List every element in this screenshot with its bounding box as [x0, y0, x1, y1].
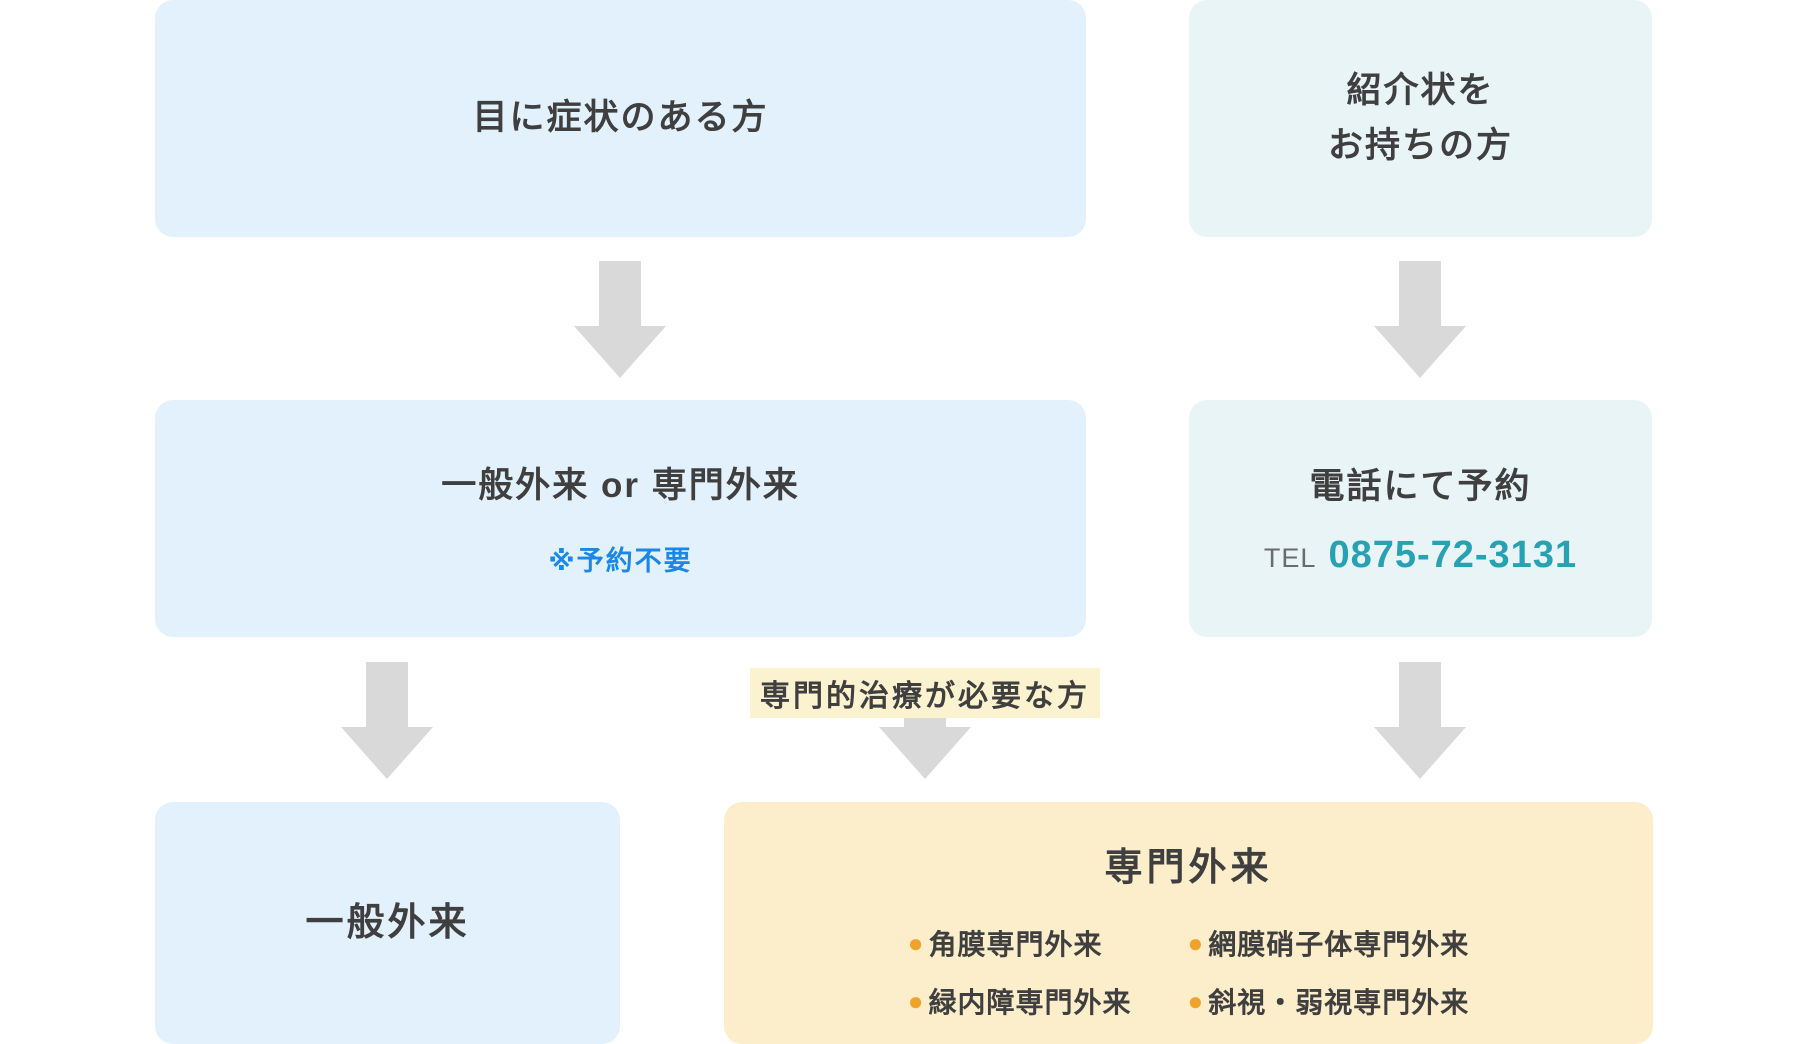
down-arrow-symptoms-to-choice [574, 261, 666, 378]
phone-reservation-title: 電話にて予約 [1309, 466, 1532, 506]
symptoms-box: 目に症状のある方 [155, 0, 1086, 237]
specialist-list: ● 角膜専門外来 ● 網膜硝子体専門外来 ● 緑内障専門外来 ● 斜視・弱視専門… [908, 923, 1469, 1021]
arrow-head-icon [1374, 326, 1466, 378]
tel-number: 0875-72-3131 [1328, 534, 1578, 577]
specialist-item-label: 緑内障専門外来 [928, 987, 1132, 1018]
specialist-item-label: 角膜専門外来 [928, 929, 1103, 960]
arrow-stem [366, 662, 408, 727]
specialist-item-label: 網膜硝子体専門外来 [1208, 929, 1470, 960]
outpatient-choice-box: 一般外来 or 専門外来 ※予約不要 [155, 400, 1086, 637]
arrow-stem [599, 261, 641, 326]
specialist-outpatient-title: 専門外来 [1104, 847, 1273, 889]
symptoms-label: 目に症状のある方 [472, 98, 769, 138]
referral-line1: 紹介状を [1346, 71, 1495, 111]
tel-label: TEL [1263, 543, 1317, 574]
arrow-stem [1399, 662, 1441, 727]
general-outpatient-box: 一般外来 [155, 802, 620, 1044]
general-outpatient-label: 一般外来 [305, 901, 470, 944]
arrow-head-icon [574, 326, 666, 378]
down-arrow-choice-to-specialist [879, 705, 971, 779]
down-arrow-referral-to-phone [1374, 261, 1466, 378]
arrow-stem [1399, 261, 1441, 326]
specialist-outpatient-box: 専門外来 ● 角膜専門外来 ● 網膜硝子体専門外来 ● 緑内障専門外来 ● 斜視… [724, 802, 1653, 1044]
outpatient-choice-title: 一般外来 or 専門外来 [441, 465, 800, 505]
down-arrow-phone-to-specialist [1374, 662, 1466, 779]
referral-line2: お持ちの方 [1327, 125, 1513, 165]
referral-label: 紹介状を お持ちの方 [1328, 64, 1513, 173]
no-reservation-note: ※予約不要 [548, 546, 693, 577]
bullet-icon: ● [1187, 928, 1205, 958]
phone-line: TEL 0875-72-3131 [1264, 534, 1577, 577]
down-arrow-choice-to-general [341, 662, 433, 779]
bullet-icon: ● [907, 986, 925, 1016]
referral-box: 紹介状を お持ちの方 [1189, 0, 1652, 237]
bullet-icon: ● [907, 928, 925, 958]
phone-reservation-box: 電話にて予約 TEL 0875-72-3131 [1189, 400, 1652, 637]
specialist-item-retina: ● 網膜硝子体専門外来 [1188, 923, 1470, 963]
bullet-icon: ● [1187, 986, 1205, 1016]
specialist-item-cornea: ● 角膜専門外来 [908, 923, 1132, 963]
arrow-head-icon [1374, 727, 1466, 779]
specialist-arrow-label: 専門的治療が必要な方 [750, 668, 1100, 718]
specialist-item-label: 斜視・弱視専門外来 [1208, 987, 1470, 1018]
specialist-item-strabismus: ● 斜視・弱視専門外来 [1188, 981, 1470, 1021]
arrow-head-icon [341, 727, 433, 779]
arrow-head-icon [879, 727, 971, 779]
specialist-item-glaucoma: ● 緑内障専門外来 [908, 981, 1132, 1021]
